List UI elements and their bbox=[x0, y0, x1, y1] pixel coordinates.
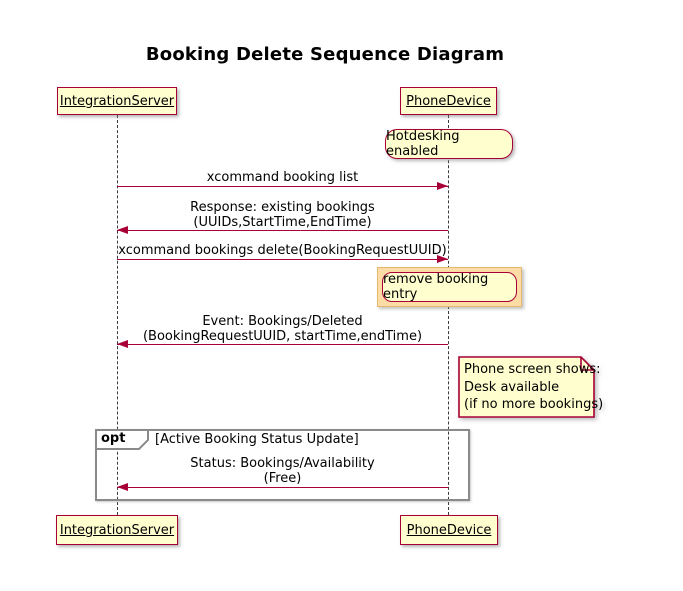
diagram-title: Booking Delete Sequence Diagram bbox=[145, 44, 505, 65]
lifeline-phonedevice bbox=[448, 115, 449, 515]
message-2-line bbox=[117, 230, 448, 231]
note-phone-screen: Phone screen shows: Desk available (if n… bbox=[458, 356, 604, 418]
note-remove-booking-entry: remove booking entry bbox=[382, 272, 517, 302]
participant-integrationserver-bottom: IntegrationServer bbox=[56, 515, 178, 545]
participant-label: PhoneDevice bbox=[406, 93, 491, 109]
message-1-label: xcommand booking list bbox=[206, 170, 359, 185]
message-5-label-line2: (Free) bbox=[263, 471, 302, 486]
note-line: (if no more bookings) bbox=[464, 397, 604, 412]
message-5-label-line1: Status: Bookings/Availability bbox=[190, 456, 375, 471]
message-2-label-line2: (UUIDs,StartTime,EndTime) bbox=[193, 215, 372, 230]
participant-phonedevice-bottom: PhoneDevice bbox=[400, 515, 498, 545]
participant-label: IntegrationServer bbox=[59, 93, 175, 109]
arrowhead-right-icon bbox=[437, 255, 448, 263]
fragment-operator-tab: opt bbox=[95, 429, 151, 454]
fragment-tab-icon bbox=[95, 429, 149, 450]
participant-label: PhoneDevice bbox=[406, 522, 492, 538]
note-text: Hotdesking enabled bbox=[386, 129, 460, 159]
message-3-label: xcommand bookings delete(BookingRequestU… bbox=[118, 243, 447, 258]
arrowhead-right-icon bbox=[437, 182, 448, 190]
message-1-line bbox=[117, 186, 448, 187]
fragment-opt: opt [Active Booking Status Update] bbox=[95, 429, 470, 501]
arrowhead-left-icon bbox=[117, 340, 128, 348]
note-paper-icon bbox=[458, 356, 595, 418]
message-4-label-line2: (BookingRequestUUID, startTime,endTime) bbox=[142, 329, 423, 344]
note-line: Phone screen shows: bbox=[464, 362, 601, 377]
note-line: Desk available bbox=[464, 379, 560, 395]
participant-label: IntegrationServer bbox=[59, 522, 175, 538]
participant-phonedevice-top: PhoneDevice bbox=[400, 87, 497, 115]
arrowhead-left-icon bbox=[117, 483, 128, 491]
fragment-operator: opt bbox=[101, 431, 126, 446]
fragment-condition: [Active Booking Status Update] bbox=[155, 432, 359, 447]
message-4-line bbox=[117, 344, 448, 345]
activation-highlight: remove booking entry bbox=[377, 267, 522, 307]
participant-integrationserver-top: IntegrationServer bbox=[57, 87, 177, 115]
message-2-label-line1: Response: existing bookings bbox=[190, 200, 375, 215]
arrowhead-left-icon bbox=[117, 226, 128, 234]
note-hotdesking-enabled: Hotdesking enabled bbox=[385, 129, 513, 159]
lifeline-integrationserver bbox=[117, 115, 118, 515]
note-text-block: Phone screen shows: Desk available (if n… bbox=[464, 361, 604, 414]
message-5-line bbox=[117, 487, 448, 488]
message-3-line bbox=[117, 259, 448, 260]
note-text: remove booking entry bbox=[383, 272, 489, 302]
message-4-label-line1: Event: Bookings/Deleted bbox=[202, 314, 363, 329]
